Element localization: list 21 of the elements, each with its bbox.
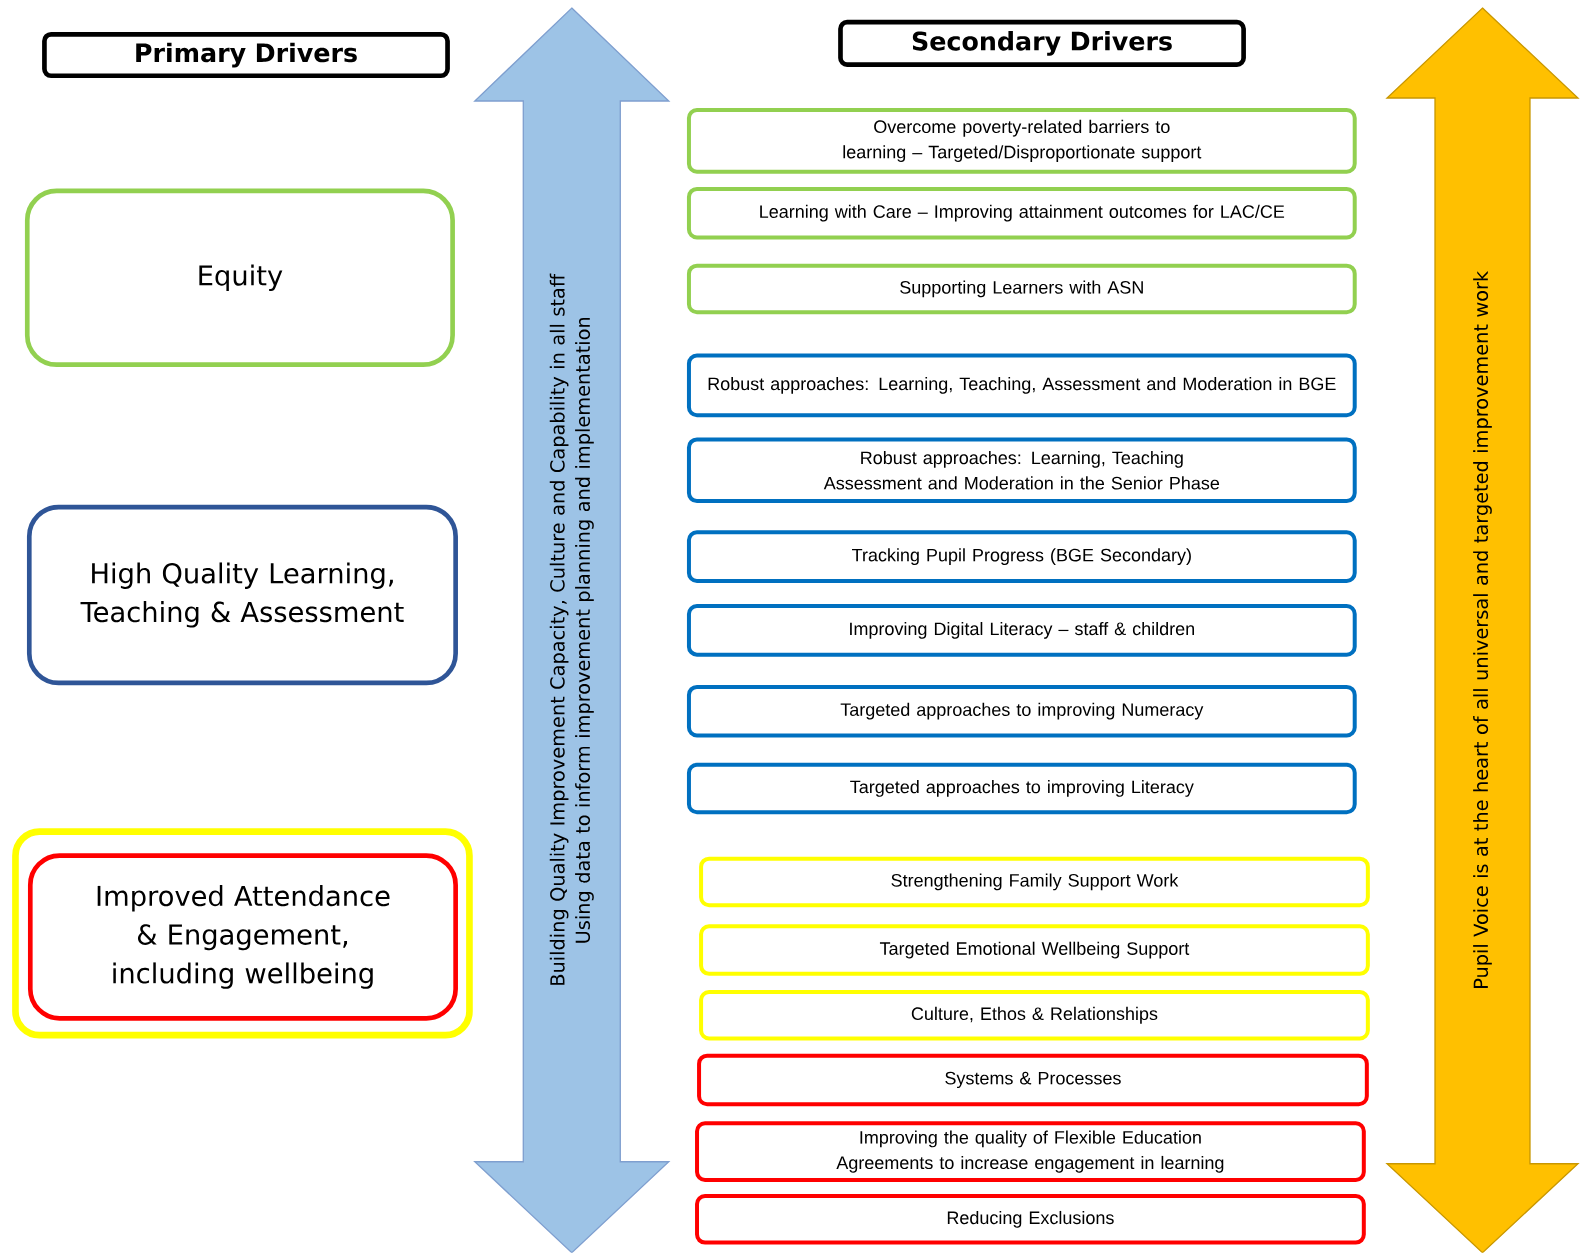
heading-box: Secondary Drivers [838,20,1246,68]
secondary-driver-box: Culture, Ethos & Relationships [699,990,1370,1041]
secondary-driver-box: Improving the quality of Flexible Education Agreements to increase engagement in learning [695,1121,1366,1183]
heading-box: Primary Drivers [42,32,450,79]
secondary-driver-box: Learning with Care – Improving attainment outcomes for LAC/CE [686,187,1357,240]
frame-box [12,828,473,1039]
secondary-driver-box: Targeted approaches to improving Literacy [686,762,1357,815]
secondary-driver-box: Strengthening Family Support Work [699,856,1370,908]
secondary-driver-box: Targeted approaches to improving Numeracy [686,685,1357,738]
secondary-driver-box: Targeted Emotional Wellbeing Support [699,924,1370,977]
secondary-driver-box: Improving Digital Literacy – staff & children [686,604,1357,657]
secondary-driver-box: Reducing Exclusions [695,1194,1366,1245]
primary-driver-box: Equity [24,188,455,368]
secondary-driver-box: Supporting Learners with ASN [686,263,1357,315]
secondary-driver-box: Overcome poverty-related barriers to learning – Targeted/Disproportionate support [686,108,1357,174]
secondary-driver-box: Tracking Pupil Progress (BGE Secondary) [686,530,1357,584]
primary-driver-box: Improved Attendance & Engagement, including wellbeing [27,853,458,1021]
secondary-driver-box: Robust approaches: Learning, Teaching, Assessment and Moderation in BGE [686,353,1357,418]
secondary-driver-box: Systems & Processes [697,1053,1369,1107]
secondary-driver-box: Robust approaches: Learning, Teaching Assessment and Moderation in the Senior Phase [686,437,1357,504]
primary-driver-box: High Quality Learning, Teaching & Assessment [26,504,458,686]
